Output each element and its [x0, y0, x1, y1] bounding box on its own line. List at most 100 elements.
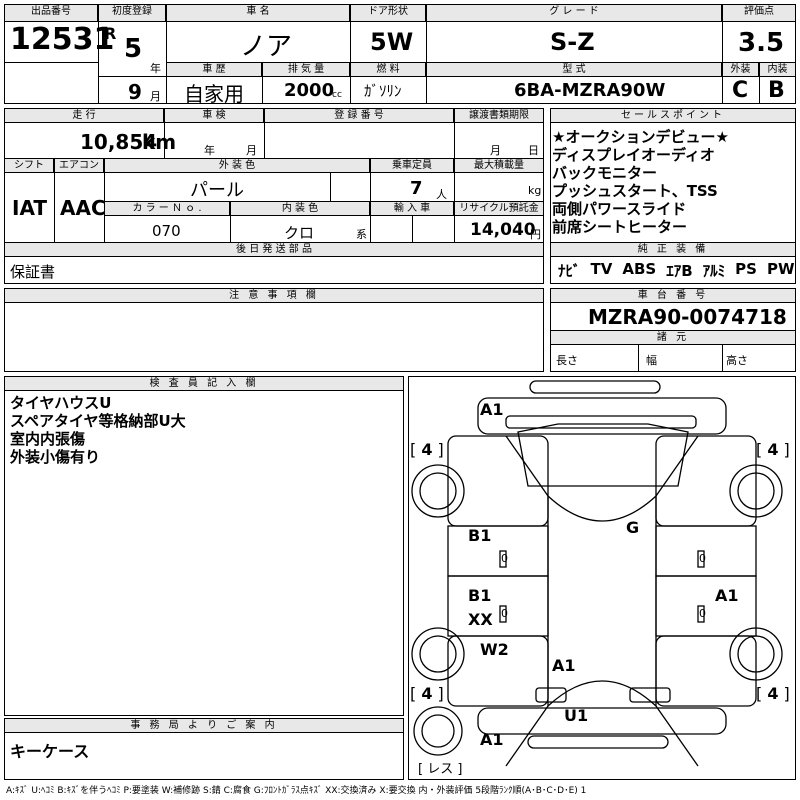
recycle-fee: 14,040	[470, 220, 536, 240]
capacity-label: 乗車定員	[370, 158, 454, 173]
tire-rear-right	[729, 627, 783, 681]
reg-year: 5	[124, 34, 143, 64]
tire-front-right	[729, 464, 783, 518]
inspector-line: タイヤハウスU	[10, 394, 112, 412]
name-label: 車 名	[166, 4, 350, 22]
disp-unit: cc	[332, 90, 342, 100]
equip-item: ABS	[622, 260, 657, 278]
load-unit: kg	[528, 184, 542, 197]
sales-line: ディスプレイオーディオ	[552, 146, 715, 164]
mark-xx: XX	[468, 610, 493, 629]
tire-grade-rl: [ 4 ]	[410, 684, 444, 703]
color: パール	[190, 180, 244, 201]
inspector-line: 外装小傷有り	[10, 448, 101, 466]
color-label: 外 装 色	[104, 158, 370, 173]
door-type: 5W	[370, 28, 414, 56]
sales-line: バックモニター	[552, 164, 658, 182]
history: 自家用	[184, 82, 244, 106]
colorno-label: カ ラ ー Ｎ ｏ .	[104, 201, 230, 216]
equip-item: ｴｱB	[666, 262, 693, 280]
ext-label: 外装	[722, 62, 759, 77]
inspect-year-unit: 年	[204, 144, 215, 157]
score: 3.5	[738, 28, 785, 58]
score-label: 評価点	[722, 4, 796, 22]
mark-zero: 0	[699, 552, 706, 565]
load-label: 最大積載量	[454, 158, 544, 173]
equip-item: ﾅﾋﾞ	[558, 262, 581, 280]
sales-line: 両側パワースライド	[552, 200, 687, 218]
tire-front-left	[411, 464, 465, 518]
equip-item: ｱﾙﾐ	[702, 262, 726, 280]
office-label: 事 務 局 よ り ご 案 内	[4, 718, 404, 733]
mark-a1-top: A1	[480, 400, 504, 419]
model-label: 型 式	[426, 62, 722, 77]
equip-items: ﾅﾋﾞ TV ABS ｴｱB ｱﾙﾐ PS PW	[558, 260, 795, 281]
tire-grade-rr: [ 4 ]	[756, 684, 790, 703]
mark-b1-lower: B1	[468, 586, 492, 605]
mark-zero: 0	[501, 552, 508, 565]
car-diagram-box	[408, 376, 796, 780]
regno-label: 登 録 番 号	[264, 108, 454, 123]
shift: IAT	[12, 196, 48, 220]
equip-item: PS	[735, 260, 757, 278]
fuel-label: 燃 料	[350, 62, 426, 77]
disp-label: 排 気 量	[262, 62, 350, 77]
later-label: 後 日 発 送 部 品	[4, 242, 544, 257]
car-name: ノア	[240, 32, 293, 62]
aircon: AAC	[60, 196, 106, 220]
first-reg-label: 初度登録	[98, 4, 166, 22]
int-label: 内装	[759, 62, 796, 77]
ac-label: エアコン	[54, 158, 104, 173]
sales-line: ★オークションデビュー★	[552, 128, 729, 146]
year-unit: 年	[150, 62, 161, 75]
notes-label: 注 意 事 項 欄	[4, 288, 544, 303]
mark-a1-right: A1	[715, 586, 739, 605]
transfer-label: 譲渡書類期限	[454, 108, 544, 123]
inspect-month-unit: 月	[246, 144, 257, 157]
displacement: 2000	[284, 80, 335, 101]
mileage-unit: km	[142, 130, 177, 154]
inspector-line: スペアタイヤ等格納部U大	[10, 412, 186, 430]
interior-color: クロ	[284, 224, 315, 242]
recycle-label: リサイクル預託金	[454, 201, 544, 216]
grade-label: グ レ ー ド	[426, 4, 722, 22]
spec-width: 幅	[646, 354, 657, 367]
mark-a1-bottom: A1	[480, 730, 504, 749]
fuel: ｶﾞｿﾘﾝ	[364, 82, 402, 100]
recycle-unit: 円	[530, 228, 541, 241]
mark-u1: U1	[564, 706, 589, 725]
model: 6BA-MZRA90W	[514, 80, 666, 101]
later-parts: 保証書	[10, 263, 56, 281]
car-diagram	[411, 380, 783, 767]
lot-number: 12531	[10, 22, 115, 57]
transfer-month-unit: 月	[490, 144, 501, 157]
intcolor-label: 内 装 色	[230, 201, 370, 216]
color-number: 070	[152, 222, 181, 240]
spec-label: 諸 元	[550, 330, 796, 345]
mileage-label: 走 行	[4, 108, 164, 123]
front-bumper-shape	[529, 380, 661, 394]
sales-line: 前席シートヒーター	[552, 218, 688, 236]
grade: S-Z	[550, 28, 595, 56]
spec-height: 高さ	[726, 354, 748, 367]
mark-g: G	[626, 518, 640, 537]
sales-lines: ★オークションデビュー★ ディスプレイオーディオ バックモニター プッシュスター…	[552, 128, 729, 236]
tire-rear-left	[411, 627, 465, 681]
chassis-label: 車 台 番 号	[550, 288, 796, 303]
month-unit: 月	[150, 90, 161, 103]
lot-label: 出品番号	[4, 4, 98, 22]
inspect-label: 車 検	[164, 108, 264, 123]
int-score: B	[768, 78, 785, 103]
equip-item: PW	[766, 260, 795, 278]
mark-zero: 0	[501, 607, 508, 620]
mark-zero: 0	[699, 607, 706, 620]
reg-month: 9	[128, 80, 142, 104]
mark-w2: W2	[480, 640, 509, 659]
era: R	[104, 24, 117, 43]
sales-label: セールスポイント	[550, 108, 796, 123]
office-text: キーケース	[10, 742, 90, 761]
history-label: 車 歴	[166, 62, 262, 77]
capacity: 7	[410, 178, 423, 199]
spare-tire	[413, 706, 463, 756]
inspector-line: 室内内張傷	[10, 430, 86, 448]
